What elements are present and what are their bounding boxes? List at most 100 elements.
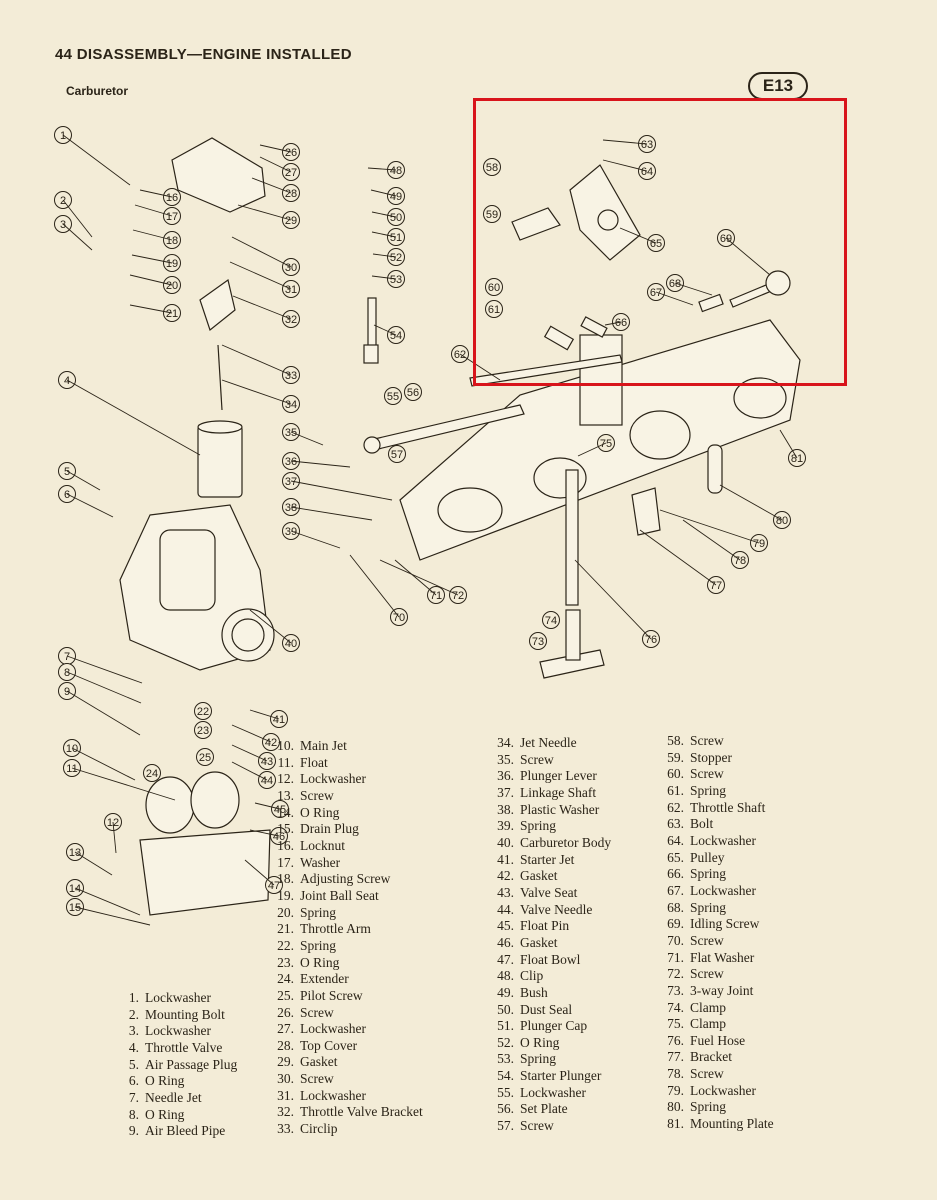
legend-item-name: Circlip [300, 1121, 338, 1137]
legend-item: 60.Screw [660, 766, 774, 783]
legend-item-number: 57. [497, 1118, 514, 1134]
legend-item-number: 42. [497, 868, 514, 884]
legend-item: 18.Adjusting Screw [270, 871, 423, 888]
legend-item: 76.Fuel Hose [660, 1033, 774, 1050]
legend-item-name: Clamp [690, 999, 726, 1015]
leader-line [232, 295, 292, 320]
callout-number: 61 [488, 304, 500, 316]
callout-number: 66 [615, 317, 627, 329]
legend-item: 37.Linkage Shaft [490, 785, 611, 802]
legend-item-number: 56. [497, 1101, 514, 1117]
callout-number: 20 [166, 280, 178, 292]
legend-item-number: 65. [667, 849, 684, 865]
leader-line [237, 204, 292, 221]
legend-item-name: Fuel Hose [690, 1032, 746, 1048]
callout-number: 37 [285, 476, 297, 488]
leader-line [74, 887, 141, 916]
legend-item-number: 37. [497, 784, 514, 800]
leader-line [249, 609, 292, 644]
legend-item-number: 29. [277, 1054, 294, 1070]
leader-line [372, 253, 397, 258]
legend-item: 20.Spring [270, 905, 423, 922]
leader-line [66, 671, 142, 704]
legend-item: 21.Throttle Arm [270, 921, 423, 938]
leader-line [371, 231, 397, 238]
legend-item-name: Clamp [690, 1016, 726, 1032]
legend-item-name: Lockwasher [300, 771, 366, 787]
legend-item: 66.Spring [660, 866, 774, 883]
legend-item-number: 77. [667, 1049, 684, 1065]
callout-number: 41 [273, 714, 285, 726]
legend-item-name: Locknut [300, 837, 345, 853]
legend-item-number: 20. [277, 904, 294, 920]
legend-item-name: Bolt [690, 816, 714, 832]
legend-item-name: Lockwasher [300, 1087, 366, 1103]
legend-item-number: 13. [277, 787, 294, 803]
legend-item-name: Plastic Washer [520, 801, 600, 817]
legend-item-name: Lockwasher [145, 1023, 211, 1039]
legend-item-number: 26. [277, 1004, 294, 1020]
leader-line [231, 744, 268, 762]
callout-number: 18 [166, 235, 178, 247]
legend-item-number: 52. [497, 1034, 514, 1050]
legend-item-name: Lockwasher [520, 1084, 586, 1100]
legend-item-number: 1. [128, 990, 139, 1005]
legend-item: 15.Drain Plug [270, 821, 423, 838]
callout-25: 25 [196, 748, 214, 766]
legend-item-name: Screw [300, 1071, 334, 1087]
leader-line [249, 709, 280, 720]
section-label: Carburetor [66, 84, 129, 98]
legend-item: 48.Clip [490, 968, 611, 985]
legend-item-name: Gasket [520, 934, 558, 950]
callout-57: 57 [388, 445, 406, 463]
legend-item-number: 61. [667, 782, 684, 798]
legend-item: 27.Lockwasher [270, 1021, 423, 1038]
legend-item-number: 75. [667, 1016, 684, 1032]
legend-item: 50.Dust Seal [490, 1002, 611, 1019]
legend-item: 38.Plastic Washer [490, 802, 611, 819]
legend-item-name: O Ring [300, 804, 340, 820]
leader-line [62, 134, 131, 186]
callout-number: 50 [390, 212, 402, 224]
leader-line [379, 559, 459, 596]
legend-item-number: 18. [277, 871, 294, 887]
leader-line [349, 554, 400, 618]
legend-item-name: Plunger Cap [520, 1018, 588, 1034]
leader-line [290, 431, 324, 446]
legend-item: 81.Mounting Plate [660, 1116, 774, 1133]
legend-item: 8.O Ring [115, 1107, 237, 1124]
legend-item: 44.Valve Needle [490, 902, 611, 919]
callout-number: 55 [387, 391, 399, 403]
legend-item-number: 17. [277, 854, 294, 870]
legend-item-name: Screw [690, 966, 724, 982]
legend-item-number: 45. [497, 918, 514, 934]
legend-item-name: Lockwasher [145, 990, 211, 1005]
legend-item-number: 4. [128, 1039, 139, 1055]
leader-line [394, 559, 437, 596]
callout-number: 13 [69, 847, 81, 859]
legend-item-number: 30. [277, 1071, 294, 1087]
callout-number: 42 [265, 737, 277, 749]
legend-item-number: 7. [128, 1089, 139, 1105]
callout-number: 36 [285, 456, 297, 468]
callout-23: 23 [194, 721, 212, 739]
legend-item-number: 74. [667, 999, 684, 1015]
leader-line [370, 189, 397, 197]
legend-item-name: Float [300, 754, 328, 770]
leader-line [66, 690, 141, 736]
legend-item-number: 9. [128, 1123, 139, 1139]
callout-number: 52 [390, 252, 402, 264]
leader-line [231, 236, 292, 268]
leader-line [66, 379, 201, 456]
callout-number: 65 [650, 238, 662, 250]
legend-item-number: 27. [277, 1021, 294, 1037]
leader-line [71, 767, 176, 801]
legend-item: 72.Screw [660, 966, 774, 983]
leader-line [779, 429, 798, 459]
legend-item: 25.Pilot Screw [270, 988, 423, 1005]
legend-item: 33.Circlip [270, 1121, 423, 1138]
leader-line [373, 324, 397, 336]
legend-item: 78.Screw [660, 1066, 774, 1083]
legend-item-name: Lockwasher [690, 882, 756, 898]
